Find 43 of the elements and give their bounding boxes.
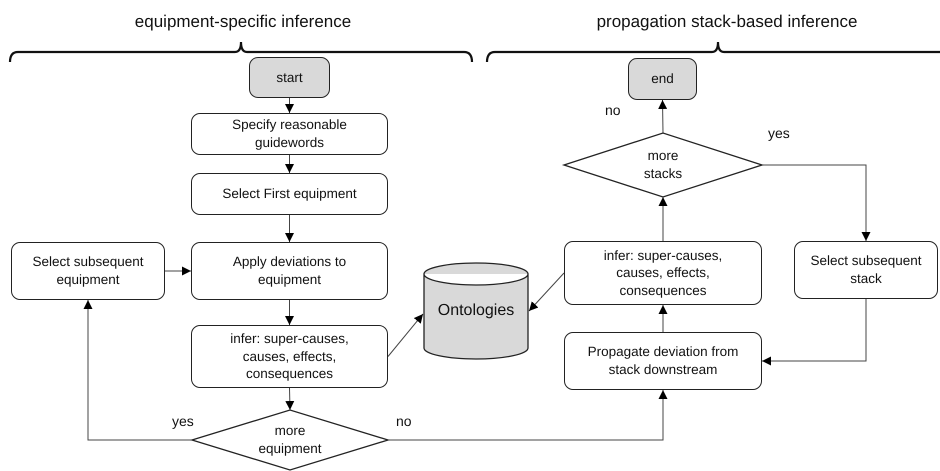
node-text: Select subsequent equipment [31, 253, 145, 289]
arrow [658, 100, 668, 134]
node-text: Apply deviations to equipment [232, 253, 348, 289]
process-box [191, 173, 388, 215]
process-box [564, 332, 762, 390]
node-text: more stacks [642, 147, 684, 183]
decision-diamond [564, 133, 762, 197]
section-heading: propagation stack-based inference [596, 12, 858, 32]
process-box [11, 242, 165, 300]
arrow [84, 300, 192, 440]
arrow [285, 388, 294, 410]
process-box [191, 325, 388, 388]
arrow [388, 390, 668, 440]
process-box [794, 241, 938, 299]
arrow [528, 272, 564, 312]
node-text: infer: super-causes, causes, effects, consequences [229, 330, 350, 383]
section-heading: equipment-specific inference [134, 12, 352, 32]
terminal-box [249, 57, 330, 98]
arrow [658, 196, 668, 242]
process-box [564, 241, 762, 305]
arrow [388, 313, 424, 357]
database-cylinder [423, 262, 529, 360]
node-text: Propagate deviation from stack downstream [586, 343, 740, 379]
arrow [164, 266, 192, 276]
node-text: Select First equipment [222, 185, 357, 203]
process-box [191, 242, 388, 300]
arrow [762, 298, 866, 366]
node-text: infer: super-causes, causes, effects, consequences [602, 246, 724, 300]
node-text: Select subsequent stack [809, 252, 923, 288]
arrow [285, 300, 294, 326]
node-text: more equipment [257, 422, 323, 458]
arrow [285, 98, 294, 114]
terminal-box [628, 58, 697, 100]
decision-diamond [192, 410, 388, 470]
node-text: start [276, 68, 303, 86]
node-text: end [651, 70, 674, 88]
node-text: Specify reasonable guidewords [231, 116, 348, 152]
arrow [658, 304, 668, 332]
arrow [762, 164, 870, 242]
arrow [285, 214, 294, 242]
arrow [285, 154, 294, 174]
process-box [191, 113, 388, 155]
node-text: Ontologies [438, 300, 514, 321]
